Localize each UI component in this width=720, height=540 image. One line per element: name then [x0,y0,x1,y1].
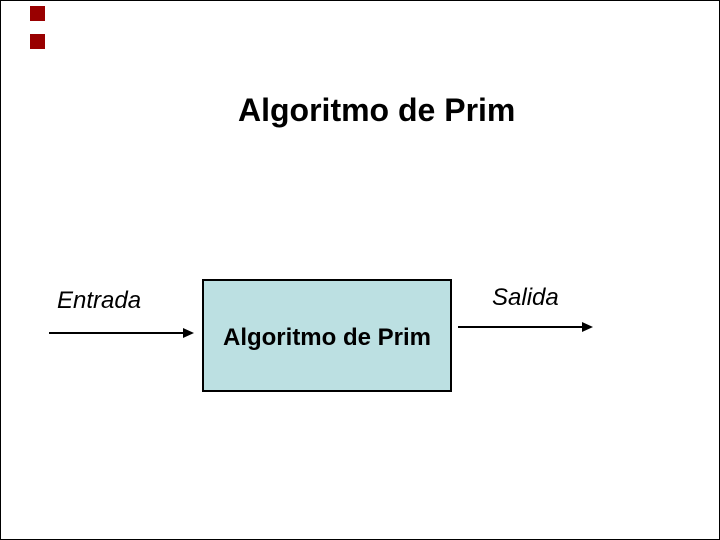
input-arrow-line [49,332,185,334]
process-box: Algoritmo de Prim [202,279,452,392]
input-label: Entrada [57,287,142,314]
output-label: Salida [492,284,559,311]
output-arrow-line [458,326,584,328]
output-arrow-head-icon [582,322,593,332]
slide-title: Algoritmo de Prim [238,92,516,128]
corner-decoration-square-top [30,6,45,21]
corner-decoration-square-bottom [30,34,45,49]
input-arrow-head-icon [183,328,194,338]
process-box-label: Algoritmo de Prim [222,324,432,351]
